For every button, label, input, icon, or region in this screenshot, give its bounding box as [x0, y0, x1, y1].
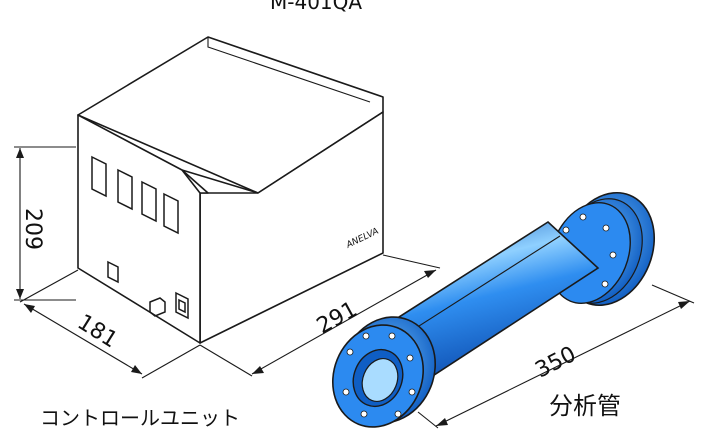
control-unit-drawing: ANELVA: [77, 36, 384, 344]
width-value: 291: [313, 297, 362, 339]
tube-length-value: 350: [531, 342, 580, 383]
analyzer-tube-label: 分析管: [549, 392, 621, 420]
control-unit-label: コントロールユニット: [40, 406, 240, 430]
knob: [149, 297, 166, 317]
panel-meters: [91, 155, 179, 235]
front-flange: [331, 316, 437, 428]
connector: [175, 291, 189, 320]
power-switch: [107, 260, 119, 284]
dimension-height: 209: [14, 146, 76, 301]
top-caption: M-401QA: [270, 0, 362, 14]
analyzer-tube-drawing: [331, 191, 656, 428]
height-value: 209: [20, 208, 45, 250]
